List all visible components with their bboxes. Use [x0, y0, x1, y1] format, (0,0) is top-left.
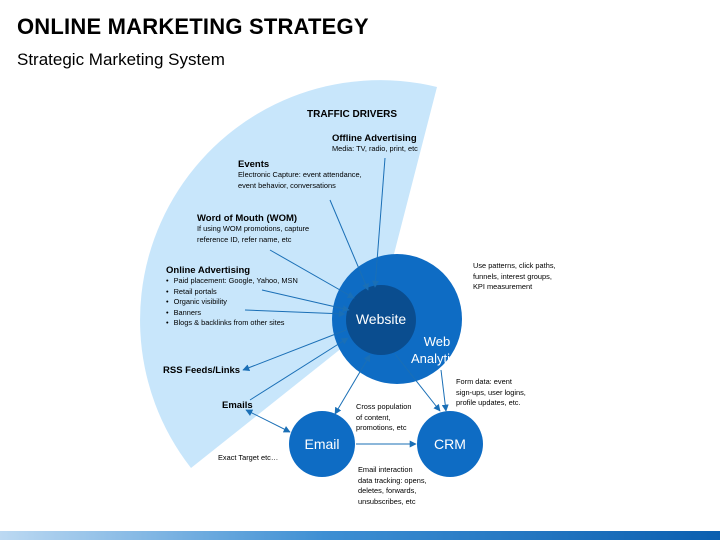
page-title: ONLINE MARKETING STRATEGY — [17, 14, 369, 39]
arrow-events-to-website — [329, 199, 369, 291]
arrow-wom-to-website — [269, 249, 355, 299]
online-bullet: Banners — [166, 308, 298, 319]
online-bullet: Organic visibility — [166, 297, 298, 308]
web-analytics-label: Web Analytics — [410, 334, 464, 366]
email-label: Email — [304, 436, 340, 452]
traffic-drivers-fan — [140, 80, 437, 468]
arrow-emails-to-website — [249, 337, 349, 401]
arrow-email-website — [334, 354, 371, 415]
website-circle — [346, 285, 416, 355]
rss-feeds-label: RSS Feeds/Links — [163, 365, 241, 376]
website-label: Website — [355, 311, 407, 327]
analytics-note: Use patterns, click paths, funnels, inte… — [473, 261, 556, 292]
online-bullet: Retail portals — [166, 287, 298, 298]
arrow-offline-to-website — [371, 157, 386, 288]
arrow-website-to-rss — [242, 329, 347, 371]
emails-label: Emails — [222, 400, 253, 411]
page-subtitle: Strategic Marketing System — [17, 50, 225, 69]
arrow-emails-email — [245, 409, 291, 433]
arrow-analytics-to-crm — [440, 369, 449, 412]
events-block: Events Electronic Capture: event attenda… — [238, 159, 362, 190]
bottom-gradient-bar — [0, 531, 720, 540]
crm-circle — [417, 411, 483, 477]
arrow-website-to-crm — [394, 353, 441, 412]
offline-advertising-block: Offline Advertising Media: TV, radio, pr… — [332, 133, 418, 153]
online-advertising-block: Online Advertising Paid placement: Googl… — [166, 265, 298, 329]
traffic-drivers-heading: TRAFFIC DRIVERS — [307, 109, 397, 120]
cross-population-note: Cross population of content, promotions,… — [356, 402, 412, 433]
email-interaction-note: Email interaction data tracking: opens, … — [358, 465, 427, 506]
crm-label: CRM — [434, 436, 466, 452]
email-circle — [289, 411, 355, 477]
online-bullet: Blogs & backlinks from other sites — [166, 318, 298, 329]
online-bullet: Paid placement: Google, Yahoo, MSN — [166, 276, 298, 287]
exact-target-note: Exact Target etc… — [218, 453, 279, 462]
form-data-note: Form data: event sign-ups, user logins, … — [456, 377, 526, 408]
wom-block: Word of Mouth (WOM) If using WOM promoti… — [197, 213, 310, 244]
